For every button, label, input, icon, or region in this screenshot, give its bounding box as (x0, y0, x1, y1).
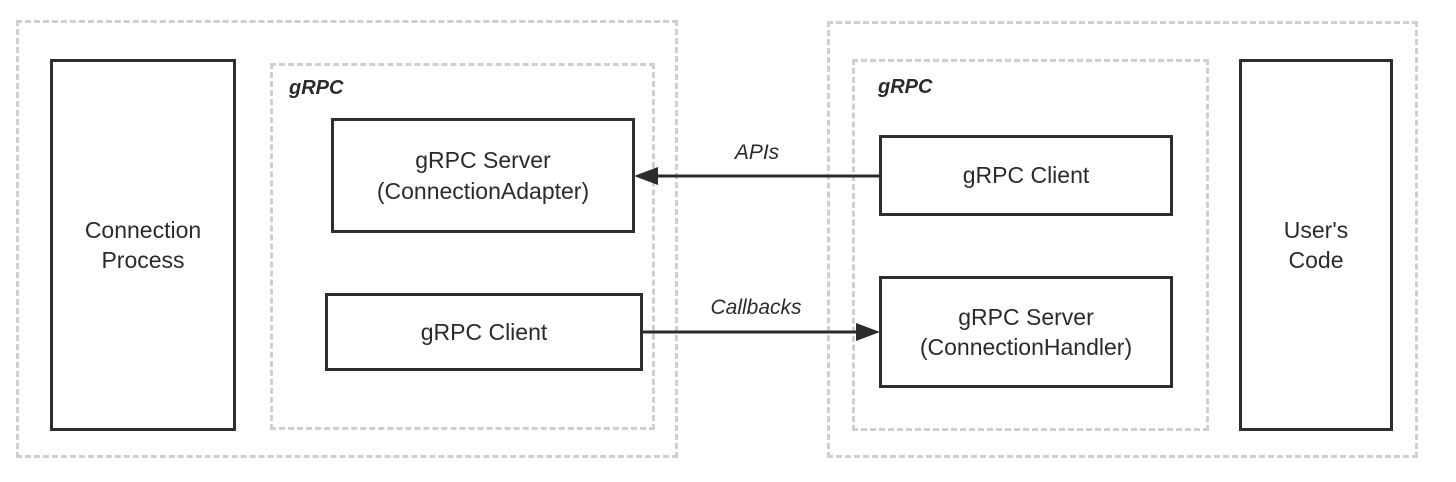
right-grpc-group-label: gRPC (878, 76, 933, 98)
node-connection-process[interactable]: Connection Process (50, 59, 236, 431)
node-left-grpc-server[interactable]: gRPC Server (ConnectionAdapter) (331, 118, 635, 233)
node-left-grpc-client[interactable]: gRPC Client (325, 293, 643, 371)
apis-edge-label: APIs (734, 141, 780, 164)
right-grpc-group-boundary (852, 59, 1209, 431)
user-code-group-boundary (827, 21, 1418, 458)
apis-arrow (634, 167, 880, 185)
node-right-grpc-client[interactable]: gRPC Client (879, 135, 1173, 216)
left-grpc-group-label: gRPC (289, 77, 344, 99)
node-right-grpc-server[interactable]: gRPC Server (ConnectionHandler) (879, 276, 1173, 388)
left-grpc-group-boundary (270, 63, 655, 430)
callbacks-edge-label: Callbacks (710, 296, 802, 319)
callbacks-arrow (640, 323, 880, 341)
connection-process-group-boundary (16, 20, 678, 458)
node-users-code[interactable]: User's Code (1239, 59, 1393, 431)
